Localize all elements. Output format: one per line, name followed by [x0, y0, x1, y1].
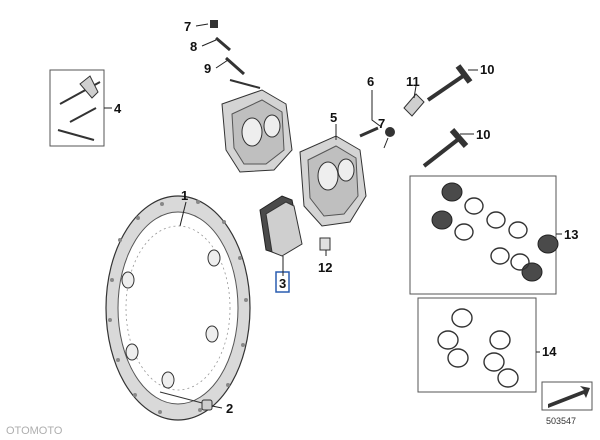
disc-bolt — [159, 391, 213, 411]
callout-5: 5 — [330, 110, 337, 125]
brake-disc — [105, 195, 251, 421]
orientation-arrow — [541, 381, 593, 411]
seal-kit — [417, 297, 537, 393]
diagram-number: 503547 — [546, 416, 576, 426]
brake-caliper-right — [299, 135, 367, 251]
callout-9: 9 — [204, 61, 211, 76]
bleeder-assembly — [210, 20, 245, 76]
callout-7a: 7 — [184, 19, 191, 34]
leader-lines — [104, 23, 562, 409]
callout-2: 2 — [226, 401, 233, 416]
pin-kit — [49, 69, 105, 147]
callout-3: 3 — [279, 276, 286, 291]
callout-labels: 1 2 3 4 5 6 7 7 8 9 10 10 11 12 13 14 — [114, 19, 578, 416]
callout-13: 13 — [564, 227, 578, 242]
bleeder-valve — [359, 126, 395, 138]
brake-pads — [259, 195, 303, 293]
callout-10b: 10 — [476, 127, 490, 142]
callout-8: 8 — [190, 39, 197, 54]
callout-7b: 7 — [378, 116, 385, 131]
callout-4: 4 — [114, 101, 122, 116]
watermark: OTOMOTO — [6, 425, 63, 437]
callout-10a: 10 — [480, 62, 494, 77]
callout-6: 6 — [367, 74, 374, 89]
callout-12: 12 — [318, 260, 332, 275]
brake-caliper-left — [221, 79, 293, 173]
piston-kit — [409, 175, 559, 295]
callout-1: 1 — [181, 188, 188, 203]
callout-11: 11 — [406, 74, 420, 89]
callout-14: 14 — [542, 344, 557, 359]
caliper-bolts — [422, 64, 473, 168]
bracket — [403, 93, 425, 117]
